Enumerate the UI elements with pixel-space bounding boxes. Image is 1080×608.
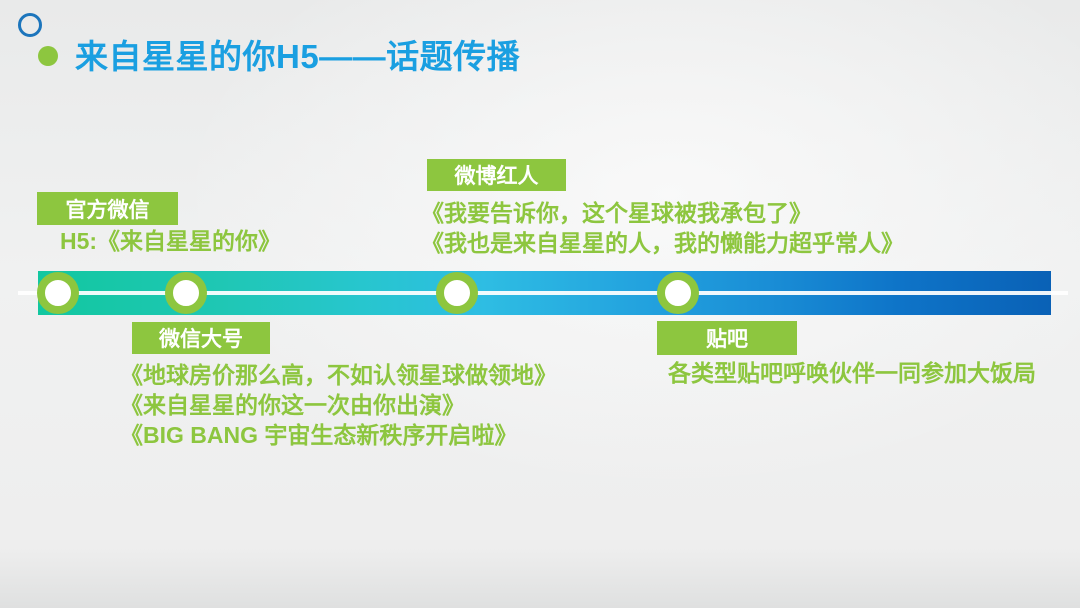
timeline-midline <box>18 291 1068 295</box>
text-line: 《我要告诉你，这个星球被我承包了》 <box>421 200 812 226</box>
text-weibo-celebrities: 《我要告诉你，这个星球被我承包了》 《我也是来自星星的人，我的懒能力超乎常人》 <box>421 198 904 258</box>
timeline-node-wechat-accounts <box>165 272 207 314</box>
text-line: 《来自星星的你这一次由你出演》 <box>120 392 465 418</box>
text-line: 各类型贴吧呼唤伙伴一同参加大饭局 <box>668 360 1036 386</box>
label-tieba: 贴吧 <box>657 321 797 355</box>
timeline-node-official-wechat <box>37 272 79 314</box>
label-wechat-accounts: 微信大号 <box>132 322 270 354</box>
label-official-wechat: 官方微信 <box>37 192 178 225</box>
timeline-node-weibo-celebrities <box>436 272 478 314</box>
dot-bullet-icon <box>38 46 58 66</box>
text-wechat-accounts: 《地球房价那么高，不如认领星球做领地》 《来自星星的你这一次由你出演》 《BIG… <box>120 360 557 450</box>
slide-title: 来自星星的你H5——话题传播 <box>75 38 521 75</box>
ring-bullet-icon <box>18 13 42 37</box>
text-line: 《我也是来自星星的人，我的懒能力超乎常人》 <box>421 230 904 256</box>
text-line: 《BIG BANG 宇宙生态新秩序开启啦》 <box>120 422 518 448</box>
text-official-wechat: H5:《来自星星的你》 <box>60 226 281 256</box>
label-weibo-celebrities: 微博红人 <box>427 159 566 191</box>
text-tieba: 各类型贴吧呼唤伙伴一同参加大饭局 <box>668 358 1036 388</box>
text-line: H5:《来自星星的你》 <box>60 228 282 254</box>
timeline-node-tieba <box>657 272 699 314</box>
text-line: 《地球房价那么高，不如认领星球做领地》 <box>120 362 557 388</box>
